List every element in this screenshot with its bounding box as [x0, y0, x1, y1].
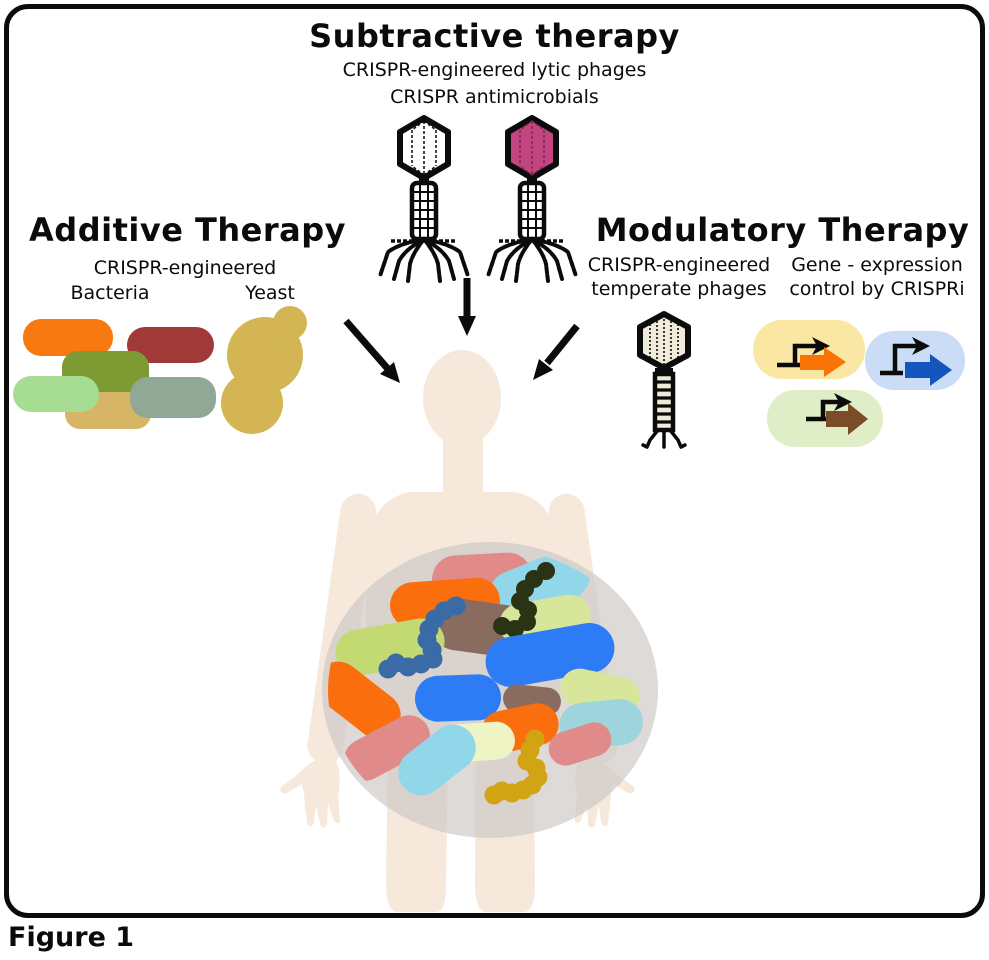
- subtractive-title: Subtractive therapy: [309, 17, 680, 55]
- human-neck: [443, 432, 483, 494]
- modulatory-phage-line1: CRISPR-engineered: [587, 254, 771, 276]
- modulatory-arrow: [544, 323, 580, 366]
- therapy-arrows: [343, 278, 580, 383]
- modulatory-crispri-line2: control by CRISPRi: [789, 278, 965, 300]
- modulatory-title: Modulatory Therapy: [595, 211, 970, 249]
- gene-arrow-orange: [800, 347, 846, 377]
- cocci-chain-dark: [493, 562, 555, 638]
- human-head: [423, 350, 501, 446]
- bacteria-cluster-icon: [13, 319, 216, 429]
- modulatory-crispri-subtitle: Gene - expression control by CRISPRi: [778, 253, 976, 301]
- lytic-phage-magenta-icon: [488, 115, 576, 281]
- human-left-hand: [280, 752, 341, 828]
- figure-frame: [4, 4, 985, 918]
- temperate-phage-icon: [637, 311, 691, 449]
- modulatory-phage-subtitle: CRISPR-engineered temperate phages: [578, 253, 780, 301]
- bacteria-label: Bacteria: [70, 282, 150, 304]
- gene-arrow-brown: [826, 403, 868, 435]
- additive-subtitle: CRISPR-engineered: [93, 257, 277, 279]
- modulatory-phage-line2: temperate phages: [591, 278, 767, 300]
- cocci-chain-gold: [484, 729, 548, 805]
- additive-title: Additive Therapy: [29, 211, 346, 249]
- modulatory-crispri-line1: Gene - expression: [791, 254, 963, 276]
- crispri-gene-expression-cells-icon: [753, 320, 965, 447]
- additive-arrow: [343, 318, 391, 372]
- subtractive-subtitle-2: CRISPR antimicrobials: [390, 86, 599, 108]
- subtractive-subtitle-1: CRISPR-engineered lytic phages: [342, 59, 647, 81]
- microbiome-pills: [328, 549, 643, 805]
- promoter-arrow-icon: [880, 337, 930, 376]
- budding-yeast-icon: [221, 306, 307, 434]
- gene-arrow-blue: [905, 354, 952, 386]
- yeast-label: Yeast: [245, 282, 295, 304]
- figure-label: Figure 1: [8, 922, 135, 953]
- lytic-phage-outline-icon: [380, 115, 468, 281]
- cocci-chain-blue: [378, 596, 466, 679]
- gut-microbiome-icon: [322, 542, 658, 838]
